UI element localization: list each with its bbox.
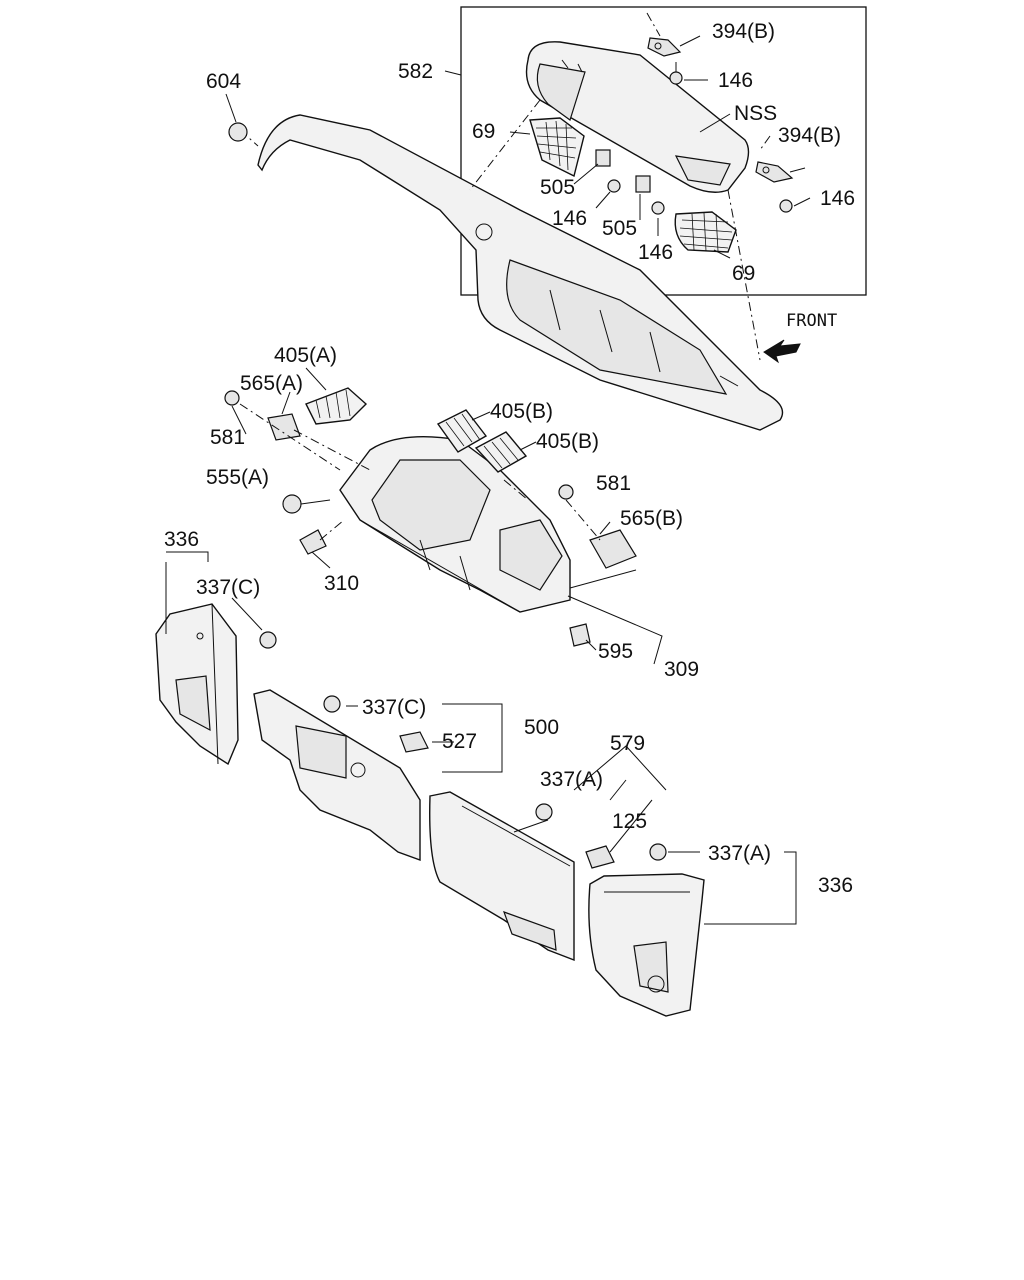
callout-581-left: 581 (210, 426, 245, 449)
air-vent-left (529, 117, 585, 178)
callout-310: 310 (324, 572, 359, 595)
callout-604: 604 (206, 70, 241, 93)
callout-405b-1: 405(B) (490, 400, 553, 423)
callout-582: 582 (398, 60, 433, 83)
bulb-555a (282, 494, 331, 514)
clip-337a-mid (535, 803, 553, 821)
callout-505-mid: 505 (602, 217, 637, 240)
clip-527 (399, 731, 429, 753)
screw-146-c (651, 201, 665, 215)
callout-581-right: 581 (596, 472, 631, 495)
callout-405b-2: 405(B) (536, 430, 599, 453)
callout-309: 309 (664, 658, 699, 681)
callout-595: 595 (598, 640, 633, 663)
side-cover-left (155, 603, 239, 766)
callout-405a: 405(A) (274, 344, 337, 367)
vent-405a (305, 387, 368, 425)
bracket-579 (573, 745, 667, 791)
bracket-336-left (166, 551, 209, 562)
callout-336-right: 336 (818, 874, 853, 897)
screw-146-d (779, 199, 793, 213)
front-label: FRONT (786, 311, 837, 331)
callout-146-mid: 146 (552, 207, 587, 230)
screw-146-b (607, 179, 621, 193)
leader-337c-left (231, 597, 263, 631)
glove-box-579 (429, 791, 575, 962)
callout-505-left: 505 (540, 176, 575, 199)
cluster-housing (339, 436, 571, 613)
leader-582 (444, 70, 462, 76)
callout-337c-mid: 337(C) (362, 696, 426, 719)
leader-125 (609, 799, 653, 853)
clip-505-b (635, 175, 651, 193)
clip-394b-top (647, 37, 682, 57)
screw-146-a (669, 62, 683, 85)
dashboard-upper-pad (257, 114, 784, 431)
clip-337a-right (649, 843, 667, 861)
alignment-line-1 (469, 99, 541, 191)
leader-579-b (609, 779, 627, 801)
vent-405b-left (436, 409, 488, 453)
callout-394b-top: 394(B) (712, 20, 775, 43)
side-cover-right (588, 873, 705, 1017)
screw-581-right (558, 484, 574, 500)
clip-337c-mid (323, 695, 341, 713)
callout-565a: 565(A) (240, 372, 303, 395)
leader-604 (225, 93, 237, 123)
lower-panel-500 (253, 689, 421, 861)
bracket-565a (267, 413, 301, 441)
callout-555a: 555(A) (206, 466, 269, 489)
callout-69-left: 69 (472, 120, 495, 143)
callout-146-low: 146 (638, 241, 673, 264)
front-arrow-icon (763, 339, 801, 364)
clip-505-a (595, 149, 611, 167)
callout-nss: NSS (734, 102, 777, 125)
callout-146-top: 146 (718, 69, 753, 92)
clip-394b-right (755, 161, 794, 183)
screw-310 (299, 529, 327, 555)
callout-579: 579 (610, 732, 645, 755)
callout-69-right: 69 (732, 262, 755, 285)
callout-146-right: 146 (820, 187, 855, 210)
bracket-565b (589, 529, 637, 569)
clip-125 (585, 845, 615, 869)
clip-604 (228, 122, 248, 142)
callout-337c-left: 337(C) (196, 576, 260, 599)
bracket-336-right (704, 851, 797, 925)
clip-337c-left (259, 631, 277, 649)
leader-337a-mid (513, 819, 549, 833)
cluster-leaders (231, 367, 663, 665)
callout-336-left: 336 (164, 528, 199, 551)
air-vent-right (674, 211, 737, 253)
callout-500: 500 (524, 716, 559, 739)
defroster-grille (525, 41, 750, 193)
screw-581-left (224, 390, 240, 406)
clip-595 (569, 623, 591, 647)
callout-527: 527 (442, 730, 477, 753)
callout-125: 125 (612, 810, 647, 833)
inset-leaders (509, 12, 811, 259)
callout-394b-right: 394(B) (778, 124, 841, 147)
callout-337a-mid: 337(A) (540, 768, 603, 791)
callout-337a-right: 337(A) (708, 842, 771, 865)
vent-405b-right (474, 431, 528, 473)
callout-565b: 565(B) (620, 507, 683, 530)
bracket-500 (442, 703, 503, 773)
